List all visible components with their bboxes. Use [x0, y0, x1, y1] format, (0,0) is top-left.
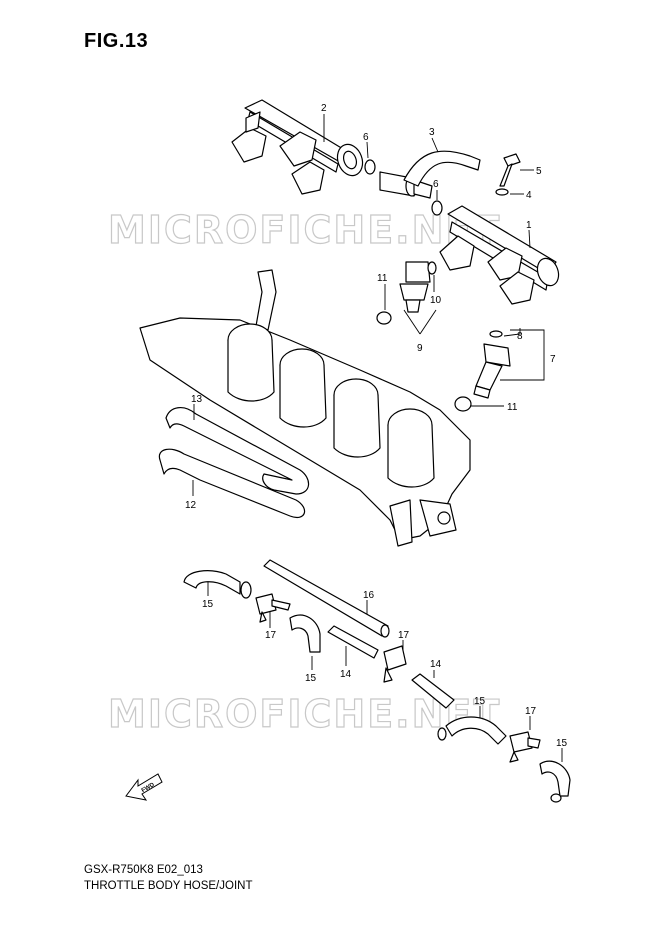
leader-lines: [192, 114, 563, 762]
fwd-arrow-icon: FWD: [125, 773, 163, 801]
fuel-injector-upper: [399, 261, 431, 313]
fuel-delivery-pipe-right: [439, 205, 560, 305]
callout-7: 7: [550, 354, 556, 365]
hose-15-a-end: [240, 581, 252, 599]
callout-5: 5: [536, 166, 542, 177]
callout-1: 1: [526, 220, 532, 231]
callout-15-c: 15: [474, 696, 486, 707]
vacuum-hose-12: [158, 448, 306, 518]
callout-11-lower: 11: [507, 402, 518, 413]
callout-16: 16: [363, 590, 375, 601]
figure-title: FIG.13: [84, 30, 149, 52]
hose-15-d: [539, 760, 571, 797]
callout-14-right: 14: [430, 659, 442, 670]
callout-12: 12: [185, 500, 197, 511]
o-ring-6-right: [431, 200, 443, 216]
callout-14-left: 14: [340, 669, 352, 680]
callout-labels: 2 6 3 5 6 4 1 11 10 8 9 7 13 11 12 16 15…: [185, 103, 568, 749]
callout-15-a: 15: [202, 599, 214, 610]
bolt-5: [499, 153, 521, 187]
hose-14-a: [327, 625, 379, 659]
callout-2: 2: [321, 103, 327, 114]
fuel-delivery-pipe-upper: [231, 99, 364, 195]
hose-14-b: [411, 673, 455, 709]
callout-13: 13: [191, 394, 203, 405]
vacuum-hose-13: [165, 407, 310, 495]
callout-4: 4: [526, 190, 532, 201]
figure-code: GSX-R750K8 E02_013: [84, 864, 203, 876]
callout-17-left: 17: [265, 630, 277, 641]
watermark: MICROFICHE.NET MICROFICHE.NET: [107, 207, 501, 736]
cushion-seal-upper: [376, 311, 392, 325]
figure-description: THROTTLE BODY HOSE/JOINT: [84, 880, 253, 892]
fuel-injector-lower: [473, 330, 511, 399]
washer-4: [495, 188, 509, 196]
joint-17-right: [509, 731, 541, 763]
callout-8: 8: [517, 331, 523, 342]
throttle-body-assembly: [139, 269, 471, 547]
callout-15-d: 15: [556, 738, 568, 749]
callout-17-right: 17: [525, 706, 537, 717]
callout-10: 10: [430, 295, 442, 306]
callout-6-left: 6: [363, 132, 369, 143]
hose-15-a: [183, 570, 241, 595]
joint-17-left: [255, 593, 291, 623]
clip-10: [427, 261, 437, 275]
fuel-feed-hose: [403, 150, 481, 187]
callout-9: 9: [417, 343, 423, 354]
hose-15-c: [445, 716, 507, 745]
callout-17-middle: 17: [398, 630, 410, 641]
joint-17-middle: [383, 645, 407, 683]
hose-15-b: [289, 614, 321, 653]
callout-3: 3: [429, 127, 435, 138]
callout-15-b: 15: [305, 673, 317, 684]
watermark-top: MICROFICHE.NET: [108, 208, 501, 252]
callout-6-right: 6: [433, 179, 439, 190]
cushion-seal-lower: [454, 396, 472, 412]
o-ring-6-left: [364, 159, 376, 175]
callout-11-upper: 11: [377, 273, 388, 284]
